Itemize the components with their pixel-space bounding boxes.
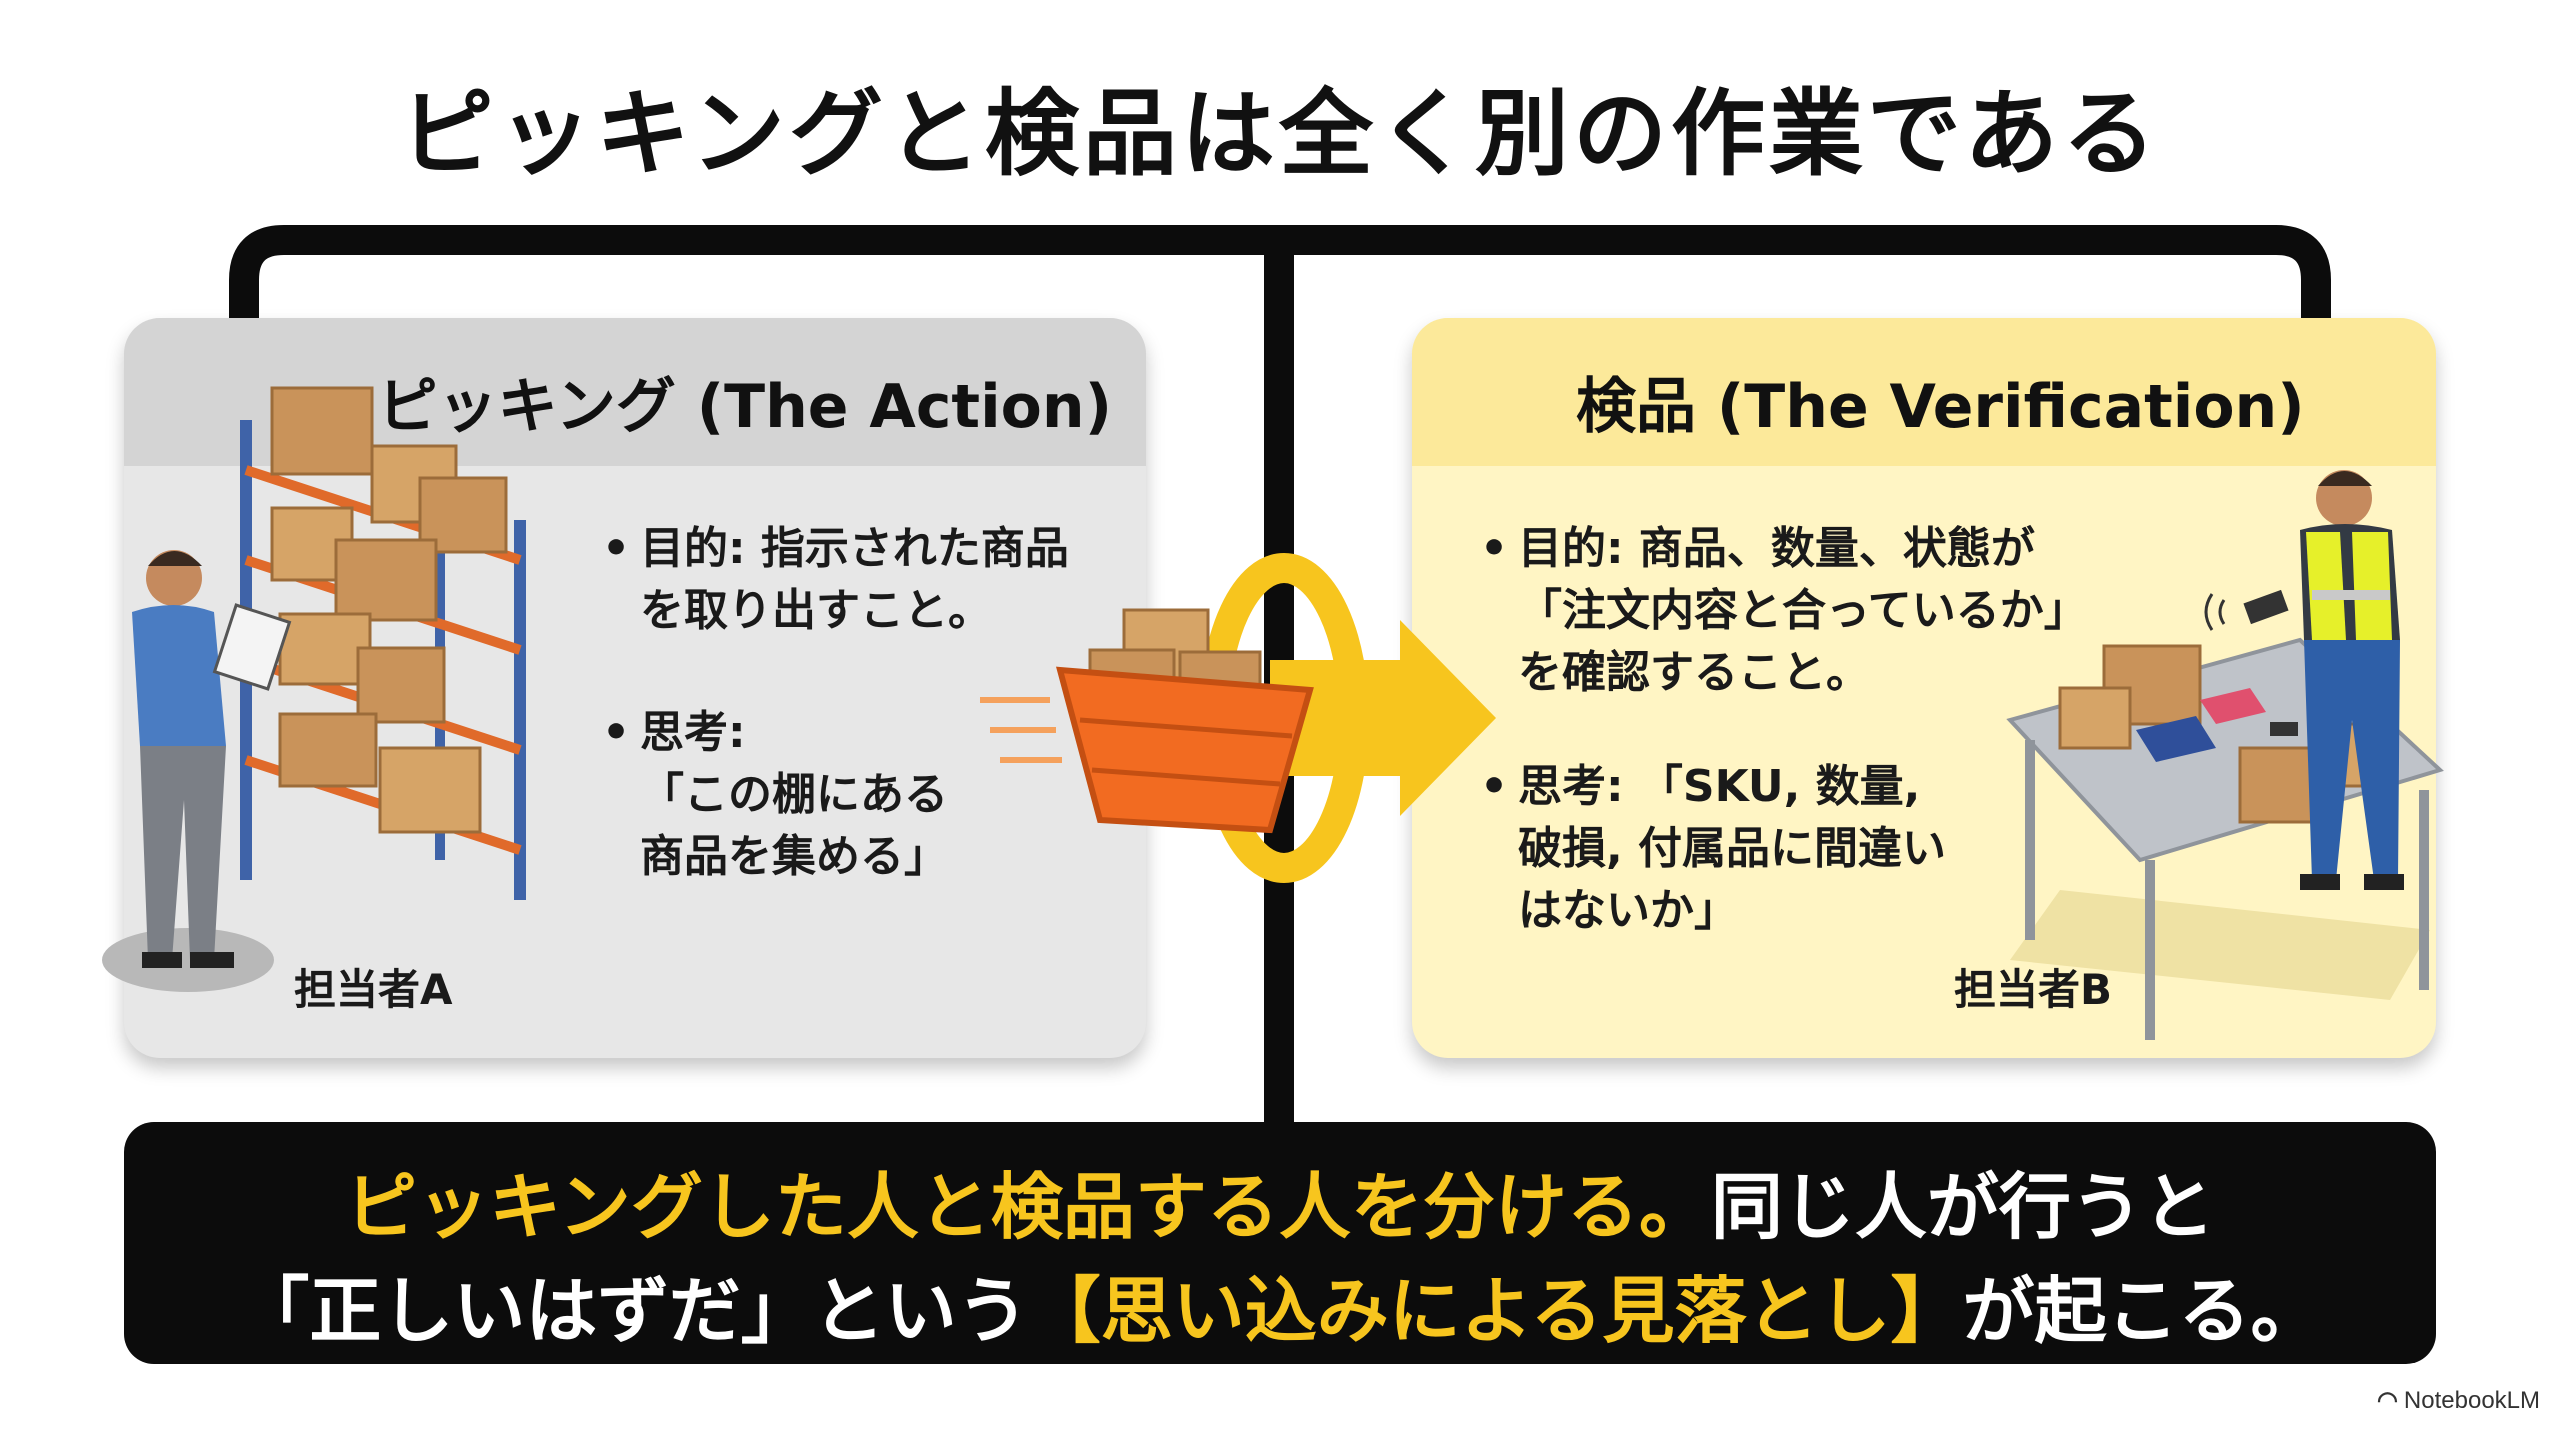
basket-icon [980,608,1314,834]
person-a-label: 担当者A [294,965,453,1014]
picking-purpose-bullet: • 目的: 指示された商品 を取り出すこと。 [602,518,1069,642]
verification-purpose-line: 「注文内容と合っているか」 [1518,585,2088,636]
shelf-illustration [102,386,526,992]
verification-purpose-line: を確認すること。 [1518,647,1870,698]
conclusion-text-2b: が起こる。 [1962,1269,2323,1353]
brand-text: NotebookLM [2403,1387,2540,1414]
brand-watermark: ◠NotebookLM [2377,1386,2540,1415]
picking-thought-line: 商品を集める」 [640,831,948,882]
verification-thought-line: 思考: 「SKU, 数量, [1518,761,1921,812]
picking-thought-line: 「この棚にある [640,769,948,820]
bullet-dot: • [1480,761,1509,812]
conclusion-line-2: 「正しいはずだ」という【思い込みによる見落とし】が起こる。 [124,1252,2436,1357]
picking-purpose-line: 目的: 指示された商品 [640,523,1069,574]
conclusion-text-1: 同じ人が行うと [1710,1165,2215,1249]
bullet-dot: • [602,707,631,758]
verification-purpose-bullet: • 目的: 商品、数量、状態が 「注文内容と合っているか」 を確認すること。 [1480,518,2088,704]
person-a-illustration [132,550,292,968]
conclusion-highlight-1: ピッキングした人と検品する人を分ける。 [345,1165,1711,1249]
picking-purpose-line: を取り出すこと。 [640,585,992,636]
picking-thought-bullet: • 思考: 「この棚にある 商品を集める」 [602,702,948,888]
verification-panel-header [1412,318,2436,466]
verification-thought-line: はないか」 [1518,885,1738,936]
notebooklm-logo-icon: ◠ [2376,1387,2398,1414]
conclusion-banner: ピッキングした人と検品する人を分ける。同じ人が行うと 「正しいはずだ」という【思… [124,1122,2436,1364]
verification-panel-title: 検品 (The Verification) [1576,372,2305,442]
page-title: ピッキングと検品は全く別の作業である [399,80,2161,189]
bullet-dot: • [602,523,631,574]
conclusion-text-2a: 「正しいはずだ」という [237,1269,1029,1353]
verification-thought-line: 破損, 付属品に間違い [1518,823,1947,874]
conclusion-highlight-2: 【思い込みによる見落とし】 [1028,1269,1963,1353]
verification-thought-bullet: • 思考: 「SKU, 数量, 破損, 付属品に間違い はないか」 [1480,756,1947,942]
person-b-illustration [2204,470,2404,890]
verification-purpose-line: 目的: 商品、数量、状態が [1518,523,2035,574]
person-b-label: 担当者B [1954,965,2113,1014]
picking-thought-line: 思考: [640,707,746,758]
picking-panel-title: ピッキング (The Action) [377,372,1112,442]
conclusion-line-1: ピッキングした人と検品する人を分ける。同じ人が行うと [124,1148,2436,1253]
bullet-dot: • [1480,523,1509,574]
